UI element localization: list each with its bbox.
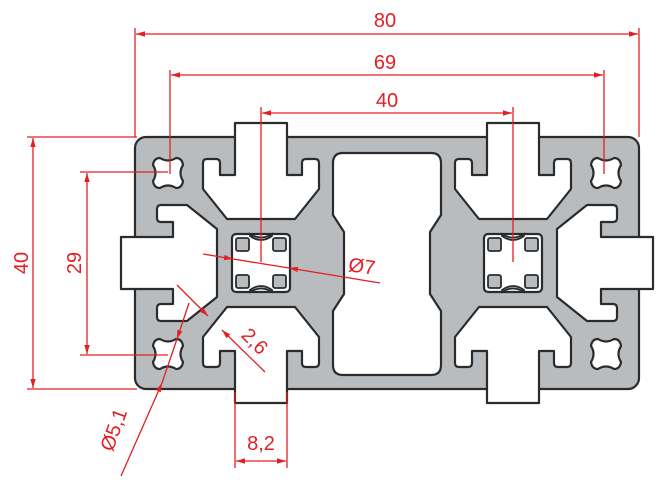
corner-hole-top-right <box>589 156 623 190</box>
svg-text:40: 40 <box>376 90 398 112</box>
svg-text:80: 80 <box>374 10 396 32</box>
dimension-40-core-spacing: 40 <box>260 90 514 262</box>
svg-text:8,2: 8,2 <box>247 433 275 455</box>
dimension-slot-width: 8,2 <box>234 392 288 468</box>
center-cavity <box>331 151 443 377</box>
svg-text:69: 69 <box>374 52 396 74</box>
profile-cross-section <box>119 121 655 405</box>
dimension-69: 69 <box>169 52 605 174</box>
corner-hole-top-left <box>151 156 185 190</box>
dimension-core-bore: Ø7 <box>202 253 381 284</box>
svg-text:Ø5,1: Ø5,1 <box>97 406 133 454</box>
svg-text:Ø7: Ø7 <box>347 254 376 280</box>
dimension-80: 80 <box>134 10 640 137</box>
dimension-29: 29 <box>64 171 168 356</box>
svg-text:29: 29 <box>64 252 86 274</box>
dimension-40-height: 40 <box>11 136 137 390</box>
svg-text:40: 40 <box>11 252 33 274</box>
corner-hole-bottom-right <box>589 337 623 371</box>
